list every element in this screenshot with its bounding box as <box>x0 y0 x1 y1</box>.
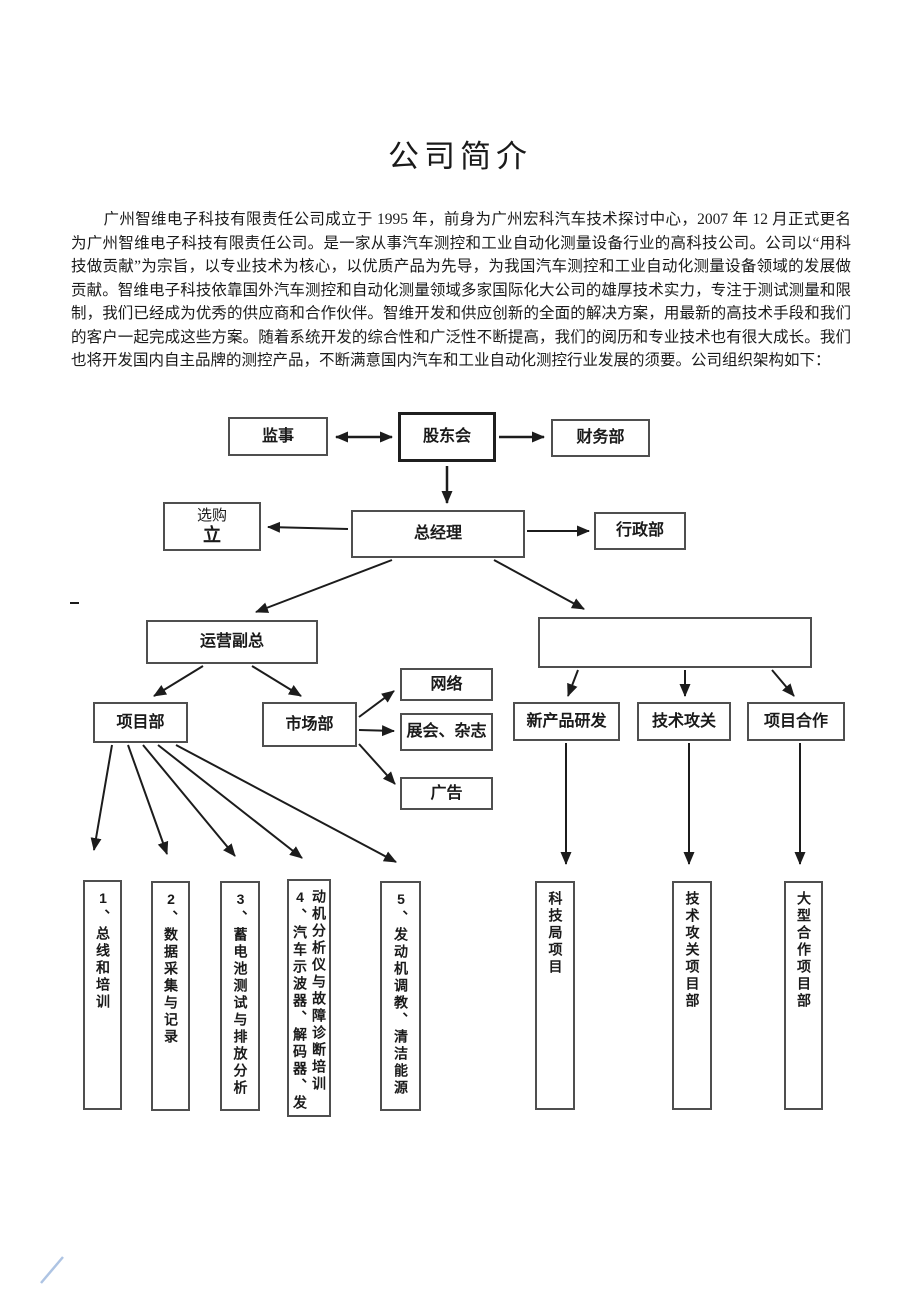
org-leaf-label: 2、数据采集与记录 <box>163 891 179 1046</box>
org-leaf-data-acquisition: 2、数据采集与记录 <box>151 881 190 1111</box>
org-box-right-branch-unlabeled <box>538 617 812 668</box>
org-box-finance-dept: 财务部 <box>551 419 650 457</box>
org-leaf-label: 科技局项目 <box>547 891 564 976</box>
org-box-procurement-line1: 选购 <box>196 506 227 524</box>
org-box-procurement: 选购 立 <box>163 502 261 551</box>
org-leaf-label: 5、发动机调教、清洁能源 <box>393 891 409 1097</box>
org-box-admin-dept: 行政部 <box>594 512 686 550</box>
org-box-tech-breakthrough: 技术攻关 <box>637 702 731 741</box>
org-leaf-tech-bureau-project: 科技局项目 <box>535 881 575 1110</box>
org-box-supervisor: 监事 <box>228 417 328 456</box>
page-title: 公司简介 <box>388 139 532 174</box>
org-leaf-tech-breakthrough-dept: 技术攻关项目部 <box>672 881 712 1110</box>
org-box-new-product-rd: 新产品研发 <box>513 702 620 741</box>
org-leaf-large-cooperation-dept: 大型合作项目部 <box>784 881 823 1110</box>
org-box-project-cooperation: 项目合作 <box>747 702 845 741</box>
org-leaf-label: 大型合作项目部 <box>796 891 812 1010</box>
org-leaf-bus-training: 1、总线和培训 <box>83 880 122 1110</box>
org-box-general-manager: 总经理 <box>351 510 525 558</box>
org-leaf-oscilloscope-training: 4、汽车示波器、解码器、发动机分析仪与故障诊断培训 <box>287 879 331 1117</box>
org-box-project-dept: 项目部 <box>93 702 188 743</box>
org-leaf-engine-tuning: 5、发动机调教、清洁能源 <box>380 881 421 1111</box>
org-box-procurement-line2: 立 <box>203 524 221 545</box>
org-box-exhibition-magazine: 展会、杂志 <box>400 713 493 751</box>
intro-paragraph: 广州智维电子科技有限责任公司成立于 1995 年，前身为广州宏科汽车技术探讨中心… <box>71 211 851 369</box>
org-leaf-battery-test: 3、蓄电池测试与排放分析 <box>220 881 260 1111</box>
org-leaf-label: 技术攻关项目部 <box>684 891 701 1010</box>
org-box-operations-vp: 运营副总 <box>146 620 318 664</box>
org-leaf-label: 1、总线和培训 <box>95 890 111 1011</box>
org-leaf-label: 4、汽车示波器、解码器、发动机分析仪与故障诊断培训 <box>292 889 327 1112</box>
org-box-advertising: 广告 <box>400 777 493 810</box>
org-box-shareholders: 股东会 <box>398 412 496 462</box>
org-box-network: 网络 <box>400 668 493 701</box>
org-leaf-label: 3、蓄电池测试与排放分析 <box>232 891 249 1097</box>
org-box-market-dept: 市场部 <box>262 702 357 747</box>
